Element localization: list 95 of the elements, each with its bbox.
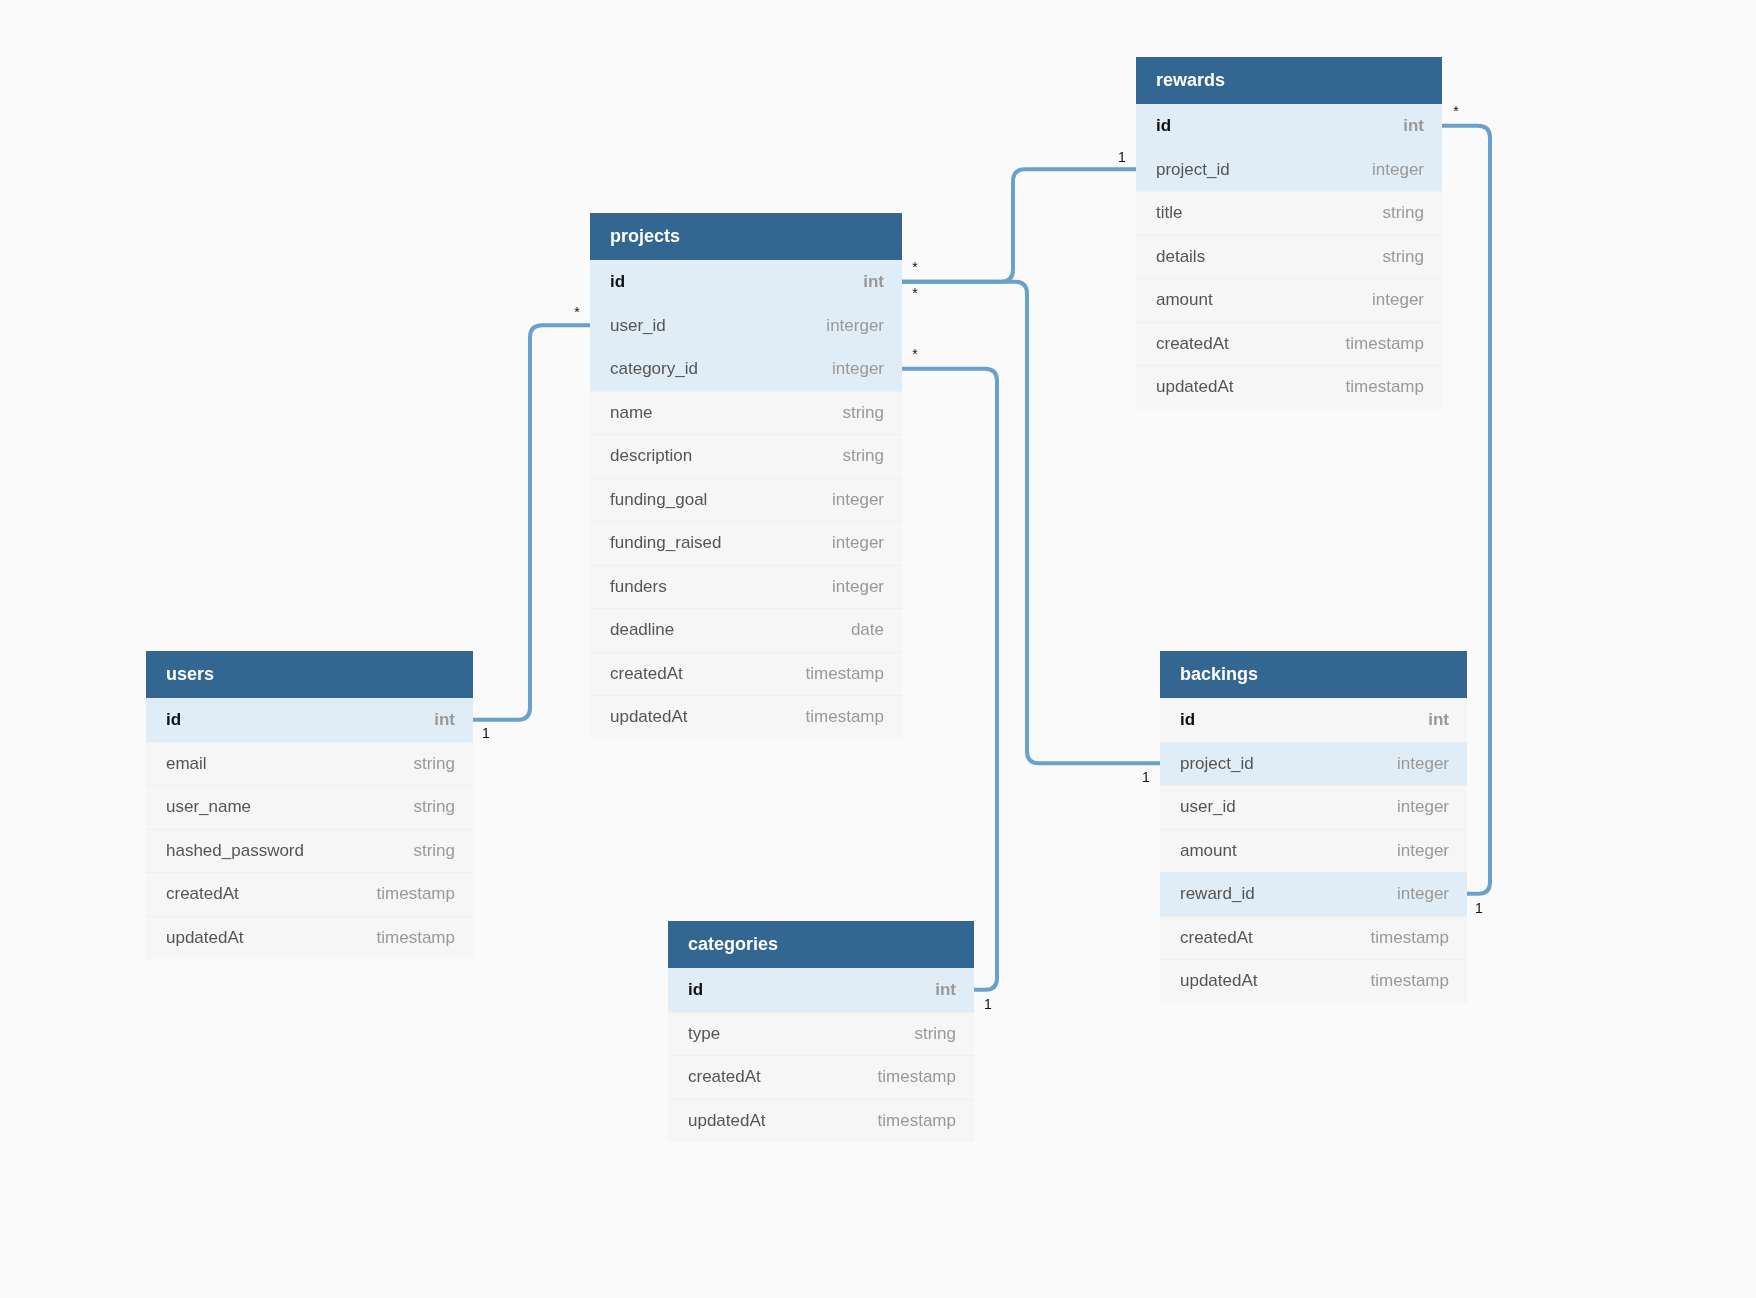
field-type: int bbox=[1403, 116, 1424, 137]
field-type: integer bbox=[1397, 753, 1449, 774]
field-type: integer bbox=[1397, 884, 1449, 905]
field-type: int bbox=[935, 980, 956, 1001]
field-type: string bbox=[1382, 246, 1424, 267]
field-type: timestamp bbox=[1370, 927, 1449, 948]
field-type: integer bbox=[1397, 840, 1449, 861]
relationship-line bbox=[473, 323, 590, 722]
field-type: string bbox=[1382, 203, 1424, 224]
field-type: timestamp bbox=[877, 1110, 956, 1131]
field-type: timestamp bbox=[805, 707, 884, 728]
field-name: hashed_password bbox=[166, 840, 304, 861]
field-name: createdAt bbox=[166, 884, 239, 905]
cardinality-label: 1 bbox=[482, 725, 490, 741]
cardinality-label: * bbox=[912, 259, 918, 275]
field-name: updatedAt bbox=[610, 707, 688, 728]
cardinality-label: * bbox=[912, 285, 918, 301]
field-type: integer bbox=[832, 533, 884, 554]
field-type: int bbox=[1428, 710, 1449, 731]
field-name: updatedAt bbox=[1156, 377, 1234, 398]
field-name: id bbox=[610, 272, 626, 293]
field-row bbox=[668, 968, 974, 1012]
field-name: createdAt bbox=[1180, 927, 1253, 948]
cardinality-label: 1 bbox=[1142, 769, 1150, 785]
field-row bbox=[1160, 872, 1467, 916]
field-type: int bbox=[863, 272, 884, 293]
table-header: projects bbox=[590, 213, 902, 260]
field-type: integer bbox=[1397, 797, 1449, 818]
field-name: project_id bbox=[1156, 159, 1230, 180]
field-type: timestamp bbox=[376, 884, 455, 905]
field-name: category_id bbox=[610, 359, 698, 380]
field-row bbox=[1160, 741, 1467, 785]
field-row bbox=[1136, 147, 1442, 191]
field-name: title bbox=[1156, 203, 1183, 224]
cardinality-label: * bbox=[1453, 103, 1459, 119]
field-name: id bbox=[166, 710, 182, 731]
field-type: timestamp bbox=[376, 927, 455, 948]
field-name: project_id bbox=[1180, 753, 1254, 774]
field-name: createdAt bbox=[1156, 333, 1229, 354]
table-header: users bbox=[146, 651, 473, 698]
field-name: createdAt bbox=[688, 1067, 761, 1088]
field-type: timestamp bbox=[877, 1067, 956, 1088]
field-name: reward_id bbox=[1180, 884, 1255, 905]
field-name: updatedAt bbox=[688, 1110, 766, 1131]
field-type: integer bbox=[832, 359, 884, 380]
field-name: id bbox=[688, 980, 704, 1001]
field-name: email bbox=[166, 753, 207, 774]
table-header: backings bbox=[1160, 651, 1467, 698]
cardinality-label: 1 bbox=[984, 996, 992, 1012]
field-type: string bbox=[413, 797, 455, 818]
field-name: name bbox=[610, 402, 653, 423]
field-type: string bbox=[413, 753, 455, 774]
cardinality-label: 1 bbox=[1475, 900, 1483, 916]
field-name: funding_raised bbox=[610, 533, 722, 554]
field-name: user_name bbox=[166, 797, 252, 818]
field-type: timestamp bbox=[1345, 333, 1424, 354]
field-name: deadline bbox=[610, 620, 675, 641]
field-name: funders bbox=[610, 576, 667, 597]
field-type: interger bbox=[826, 315, 884, 336]
cardinality-label: * bbox=[912, 346, 918, 362]
field-type: timestamp bbox=[805, 663, 884, 684]
field-row bbox=[590, 347, 902, 391]
field-type: int bbox=[434, 710, 455, 731]
field-name: type bbox=[688, 1023, 721, 1044]
field-type: string bbox=[842, 402, 884, 423]
field-name: amount bbox=[1180, 840, 1237, 861]
relationship-line bbox=[902, 279, 1160, 766]
field-name: amount bbox=[1156, 290, 1213, 311]
field-name: createdAt bbox=[610, 663, 683, 684]
field-name: id bbox=[1156, 116, 1172, 137]
table-header: rewards bbox=[1136, 57, 1442, 104]
field-type: string bbox=[914, 1023, 956, 1044]
field-name: description bbox=[610, 446, 693, 467]
field-type: string bbox=[842, 446, 884, 467]
field-type: date bbox=[850, 620, 884, 641]
cardinality-label: 1 bbox=[1118, 149, 1126, 165]
field-type: integer bbox=[832, 576, 884, 597]
field-type: integer bbox=[1372, 159, 1424, 180]
table-header: categories bbox=[668, 921, 974, 968]
field-name: id bbox=[1180, 710, 1196, 731]
field-row bbox=[1136, 104, 1442, 148]
field-type: timestamp bbox=[1345, 377, 1424, 398]
field-type: timestamp bbox=[1370, 971, 1449, 992]
field-name: updatedAt bbox=[166, 927, 244, 948]
field-row bbox=[146, 698, 473, 742]
field-type: integer bbox=[832, 489, 884, 510]
field-name: updatedAt bbox=[1180, 971, 1258, 992]
field-row bbox=[590, 260, 902, 304]
field-name: details bbox=[1156, 246, 1206, 267]
cardinality-label: * bbox=[574, 304, 580, 320]
field-type: string bbox=[413, 840, 455, 861]
field-name: funding_goal bbox=[610, 489, 708, 510]
field-name: user_id bbox=[610, 315, 666, 336]
field-name: user_id bbox=[1180, 797, 1236, 818]
field-type: integer bbox=[1372, 290, 1424, 311]
